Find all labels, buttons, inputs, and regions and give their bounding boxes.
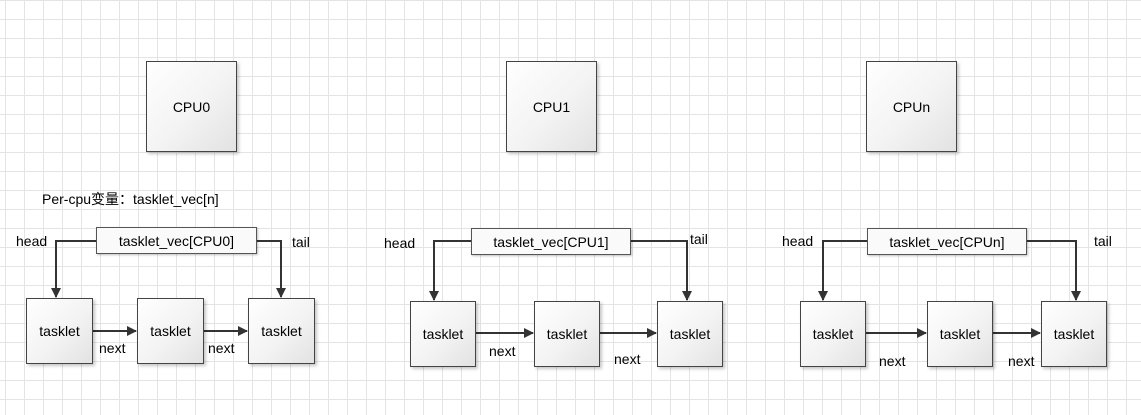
tail-arrow-cpu1 bbox=[631, 240, 692, 301]
tasklet-node-cpu1-1: tasklet bbox=[410, 301, 476, 367]
tasklet-vec-cpu0: tasklet_vec[CPU0] bbox=[96, 227, 257, 254]
tasklet-node-cpun-2: tasklet bbox=[927, 301, 993, 367]
next-label-cpun-1: next bbox=[879, 353, 906, 369]
tail-arrow-cpu0 bbox=[257, 240, 286, 298]
head-arrow-cpu0 bbox=[51, 240, 96, 298]
tasklet-node-cpun-3: tasklet bbox=[1041, 301, 1107, 367]
tasklet-node-cpun-1: tasklet bbox=[800, 301, 866, 367]
cpu-box-cpu0: CPU0 bbox=[146, 61, 237, 152]
tasklet-vec-cpu1: tasklet_vec[CPU1] bbox=[471, 228, 631, 255]
tail-label-cpu0: tail bbox=[292, 234, 310, 250]
next-label-cpu1-1: next bbox=[489, 343, 516, 359]
tasklet-vec-cpun: tasklet_vec[CPUn] bbox=[867, 228, 1027, 255]
tasklet-node-cpu0-1: tasklet bbox=[26, 298, 93, 364]
tasklet-node-cpu1-2: tasklet bbox=[534, 301, 600, 367]
head-label-cpu0: head bbox=[16, 233, 48, 249]
next-label-cpu0-1: next bbox=[99, 340, 126, 356]
tasklet-node-cpu0-3: tasklet bbox=[248, 298, 315, 364]
next-label-cpu0-2: next bbox=[208, 340, 235, 356]
head-arrow-cpun bbox=[818, 240, 867, 301]
cpu-box-cpu1: CPU1 bbox=[506, 61, 597, 152]
next-label-cpun-2: next bbox=[1008, 353, 1035, 369]
tail-label-cpun: tail bbox=[1094, 233, 1112, 249]
tail-label-cpu1: tail bbox=[690, 231, 708, 247]
tasklet-node-cpu0-2: tasklet bbox=[137, 298, 204, 364]
per-cpu-caption: Per-cpu变量：tasklet_vec[n] bbox=[42, 191, 219, 207]
head-arrow-cpu1 bbox=[429, 240, 471, 301]
tasklet-node-cpu1-3: tasklet bbox=[657, 301, 723, 367]
next-label-cpu1-2: next bbox=[614, 351, 641, 367]
tail-arrow-cpun bbox=[1027, 240, 1081, 301]
cpu-box-cpun: CPUn bbox=[866, 61, 957, 152]
head-label-cpun: head bbox=[782, 233, 814, 249]
head-label-cpu1: head bbox=[384, 235, 416, 251]
